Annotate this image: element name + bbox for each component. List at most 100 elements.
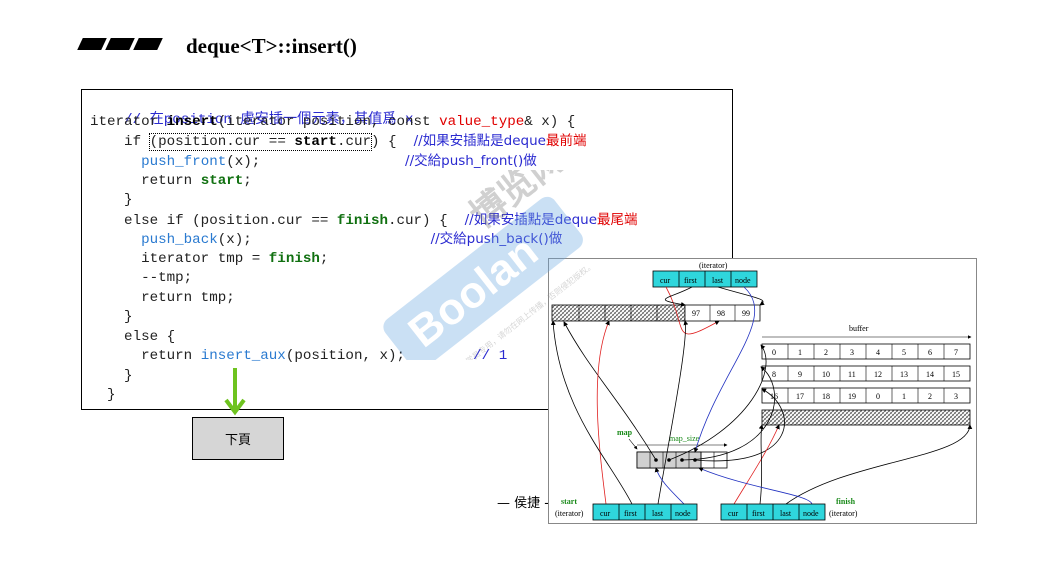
code-line-9: iterator tmp = finish;: [90, 250, 328, 268]
buffer-cell: 0: [876, 392, 880, 401]
buffer-cell: 14: [926, 370, 934, 379]
code-line-16: }: [90, 386, 116, 404]
buffer-row-2: 8 9 10 11 12 13 14 15: [761, 365, 971, 382]
start-label: start: [561, 497, 577, 506]
code-text: }: [90, 368, 133, 384]
top-buffer-hatched: [551, 304, 686, 322]
buffer-cell: 1: [798, 348, 802, 357]
buffer-cell: 1: [902, 392, 906, 401]
code-text: ;: [319, 251, 329, 267]
code-text: iterator: [90, 114, 167, 130]
code-text: }: [90, 309, 133, 325]
buffer-cell: 8: [772, 370, 776, 379]
down-arrow-icon: [224, 368, 246, 416]
buffer-cell: 2: [824, 348, 828, 357]
top-iter-first: first: [684, 276, 698, 285]
code-func-insert: insert: [166, 114, 218, 130]
code-call-insert-aux: insert_aux: [200, 348, 286, 364]
buffer-cell: 3: [850, 348, 854, 357]
code-text: iterator tmp =: [90, 251, 269, 267]
code-comment-red: 最尾端: [597, 212, 638, 228]
map-pointer-arrow: [628, 438, 638, 450]
code-text: else {: [90, 329, 176, 345]
finish-iterator: cur first last node: [720, 503, 826, 521]
code-line-8: push_back(x); //交給push_back()做: [90, 230, 562, 249]
code-text: .cur) {: [388, 213, 465, 229]
buffer-cell: 11: [848, 370, 856, 379]
code-line-2: iterator insert(iterator position, const…: [90, 113, 575, 131]
buffer-cell: 17: [796, 392, 804, 401]
code-line-3: if (position.cur == start.cur) { //如果安插點…: [90, 132, 586, 151]
code-line-6: }: [90, 191, 133, 209]
code-text: if: [90, 134, 150, 150]
code-start: start: [294, 134, 337, 150]
top-buffer-cell: 97: [692, 309, 700, 318]
code-text: .cur: [336, 134, 371, 150]
code-text: (position.cur ==: [149, 134, 295, 150]
code-call-push-front: push_front: [141, 154, 227, 170]
title-bullet-1: [77, 38, 107, 50]
code-line-4: push_front(x); //交給push_front()做: [90, 152, 537, 171]
code-line-13: else {: [90, 328, 175, 346]
code-line-11: return tmp;: [90, 289, 235, 307]
title-bullet-3: [133, 38, 163, 50]
top-buffer-cell: 98: [717, 309, 725, 318]
code-text: (iterator position, const: [217, 114, 440, 130]
code-condition-box: (position.cur == start.cur: [148, 133, 373, 151]
top-iter-last: last: [712, 276, 724, 285]
author-credit: — 侯捷 -: [497, 496, 549, 511]
code-line-10: --tmp;: [90, 269, 192, 287]
buffer-cell: 15: [952, 370, 960, 379]
code-line-7: else if (position.cur == finish.cur) { /…: [90, 211, 638, 230]
finish-iter-node: node: [803, 509, 819, 518]
code-text: return tmp;: [90, 290, 235, 306]
code-line-1: // 在position 處安插一個元素，其值爲 x: [90, 93, 414, 147]
code-text: (position, x);: [285, 348, 406, 364]
code-text: & x) {: [524, 114, 576, 130]
start-iter-last: last: [652, 509, 664, 518]
code-text: }: [90, 387, 116, 403]
code-text: ) {: [371, 134, 414, 150]
start-iter-cur: cur: [600, 509, 611, 518]
finish-sub-label: (iterator): [829, 509, 858, 518]
code-value-type: value_type: [439, 114, 525, 130]
start-iterator: cur first last node: [592, 503, 698, 521]
code-line-5: return start;: [90, 172, 252, 190]
buffer-cell: 3: [954, 392, 958, 401]
code-comment-red: 最前端: [545, 133, 587, 149]
top-iter-cur: cur: [660, 276, 671, 285]
code-comment: //如果安插點是deque: [413, 133, 546, 149]
code-line-14: return insert_aux(position, x); // 1: [90, 347, 507, 365]
finish-label: finish: [836, 497, 856, 506]
top-buffer-cell: 99: [742, 309, 750, 318]
code-text: --tmp;: [90, 270, 193, 286]
buffer-cell: 12: [874, 370, 882, 379]
map-label: map: [617, 428, 633, 437]
code-finish: finish: [268, 251, 320, 267]
next-page-button[interactable]: 下頁: [192, 417, 284, 460]
top-iter-node: node: [735, 276, 751, 285]
iter-label: (iterator): [699, 261, 728, 270]
buffer-cell: 2: [928, 392, 932, 401]
buffer-label: buffer: [849, 324, 869, 333]
finish-iter-cur: cur: [728, 509, 739, 518]
buffer-row-1: 0 1 2 3 4 5 6 7: [761, 343, 971, 360]
title-bullet-2: [105, 38, 135, 50]
buffer-cell: 13: [900, 370, 908, 379]
code-start: start: [200, 173, 244, 189]
top-buffer-values: [684, 304, 761, 322]
code-call-push-back: push_back: [141, 232, 218, 248]
code-text: else if (position.cur ==: [90, 213, 337, 229]
finish-iter-first: first: [752, 509, 766, 518]
deque-diagram-svg: (iterator) cur first last node 97 98 99: [550, 261, 973, 521]
code-text: (x);: [226, 154, 261, 170]
buffer-cell: 19: [848, 392, 856, 401]
top-buffer: 97 98 99: [551, 304, 761, 322]
start-sub-label: (iterator): [555, 509, 584, 518]
buffer-cell: 9: [798, 370, 802, 379]
buffer-row-3: 16 17 18 19 0 1 2 3: [761, 387, 971, 404]
code-comment: //交給push_front()做: [405, 153, 537, 169]
deque-diagram: (iterator) cur first last node 97 98 99: [548, 258, 977, 524]
code-comment: // 在position 處安插一個元素，其值爲 x: [124, 112, 414, 128]
code-text: ;: [243, 173, 252, 189]
